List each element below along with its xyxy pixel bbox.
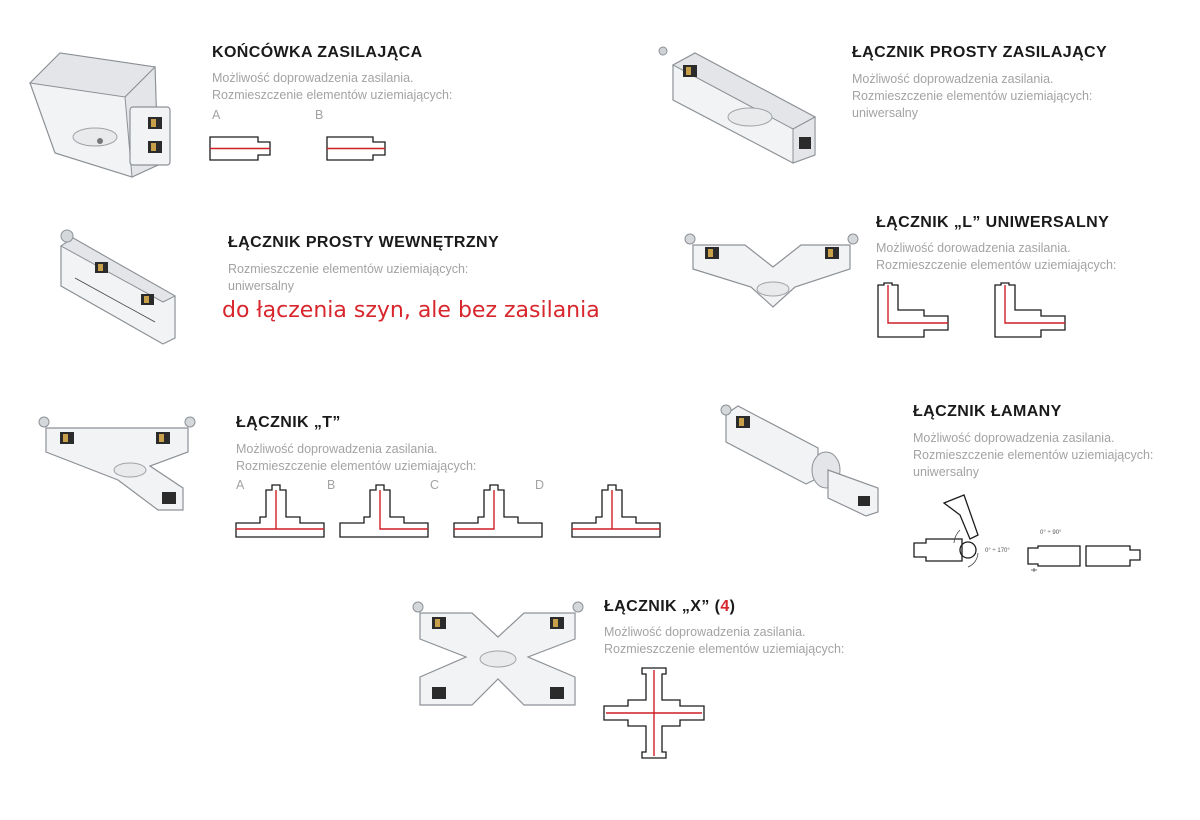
hinged-desc-3: uniwersalny bbox=[913, 465, 980, 479]
straight-internal-title: ŁĄCZNIK PROSTY WEWNĘTRZNY bbox=[228, 234, 500, 251]
l-connector-diagram-a bbox=[877, 282, 949, 338]
hinged-connector-photo bbox=[720, 404, 879, 517]
t-connector-title: ŁĄCZNIK „T” bbox=[236, 414, 341, 431]
t-connector-photo bbox=[38, 416, 196, 511]
t-diagram-d bbox=[571, 484, 661, 538]
straight-feed-photo bbox=[658, 46, 817, 164]
x-connector-diagram bbox=[603, 667, 705, 759]
hinged-desc-2: Rozmieszczenie elementów uziemiających: bbox=[913, 448, 1154, 462]
straight-feed-desc-3: uniwersalny bbox=[852, 106, 919, 120]
t-variant-b: B bbox=[327, 478, 336, 492]
l-connector-desc-1: Możliwość dorowadzenia zasilania. bbox=[876, 241, 1071, 255]
l-connector-title: ŁĄCZNIK „L” UNIWERSALNY bbox=[876, 214, 1110, 231]
straight-feed-desc-2: Rozmieszczenie elementów uziemiających: bbox=[852, 89, 1093, 103]
hinged-diagram-side bbox=[1027, 545, 1141, 572]
t-connector-desc-1: Możliwość doprowadzenia zasilania. bbox=[236, 442, 438, 456]
feed-end-desc-1: Możliwość doprowadzenia zasilania. bbox=[212, 71, 414, 85]
l-connector-photo bbox=[684, 233, 859, 308]
hinged-angle-label-1: 0° ÷ 170° bbox=[985, 548, 1010, 554]
t-diagram-a bbox=[235, 484, 325, 538]
x-connector-desc-2: Rozmieszczenie elementów uziemiających: bbox=[604, 642, 845, 656]
straight-internal-desc-1: Rozmieszczenie elementów uziemiających: bbox=[228, 262, 469, 276]
x-connector-title: ŁĄCZNIK „X” (4) bbox=[604, 598, 735, 616]
hinged-angle-label-2: 0° ÷ 90° bbox=[1040, 530, 1062, 536]
straight-feed-desc-1: Możliwość doprowadzenia zasilania. bbox=[852, 72, 1054, 86]
x-connector-title-close: ) bbox=[729, 598, 736, 615]
t-diagram-b bbox=[339, 484, 429, 538]
t-variant-a: A bbox=[236, 478, 245, 492]
l-connector-diagram-b bbox=[994, 282, 1066, 338]
t-variant-c: C bbox=[430, 478, 440, 492]
feed-end-photo bbox=[28, 52, 171, 178]
feed-end-variant-a: A bbox=[212, 108, 221, 122]
hinged-diagram-angle bbox=[913, 494, 979, 568]
feed-end-diagram-a bbox=[209, 136, 271, 161]
straight-internal-desc-2: uniwersalny bbox=[228, 279, 295, 293]
hinged-title: ŁĄCZNIK ŁAMANY bbox=[913, 403, 1062, 420]
feed-end-diagram-b bbox=[326, 136, 386, 161]
straight-internal-photo bbox=[60, 229, 177, 345]
hinged-desc-1: Możliwość doprowadzenia zasilania. bbox=[913, 431, 1115, 445]
l-connector-desc-2: Rozmieszczenie elementów uziemiających: bbox=[876, 258, 1117, 272]
straight-internal-note: do łączenia szyn, ale bez zasilania bbox=[222, 298, 600, 323]
x-connector-desc-1: Możliwość doprowadzenia zasilania. bbox=[604, 625, 806, 639]
x-connector-title-main: ŁĄCZNIK „X” ( bbox=[604, 598, 721, 615]
t-variant-d: D bbox=[535, 478, 545, 492]
x-connector-photo bbox=[412, 601, 584, 706]
t-connector-desc-2: Rozmieszczenie elementów uziemiających: bbox=[236, 459, 477, 473]
x-connector-title-number: 4 bbox=[720, 598, 730, 615]
straight-feed-title: ŁĄCZNIK PROSTY ZASILAJĄCY bbox=[852, 44, 1108, 61]
feed-end-desc-2: Rozmieszczenie elementów uziemiających: bbox=[212, 88, 453, 102]
feed-end-title: KOŃCÓWKA ZASILAJĄCA bbox=[212, 44, 423, 61]
t-diagram-c bbox=[453, 484, 543, 538]
feed-end-variant-b: B bbox=[315, 108, 324, 122]
